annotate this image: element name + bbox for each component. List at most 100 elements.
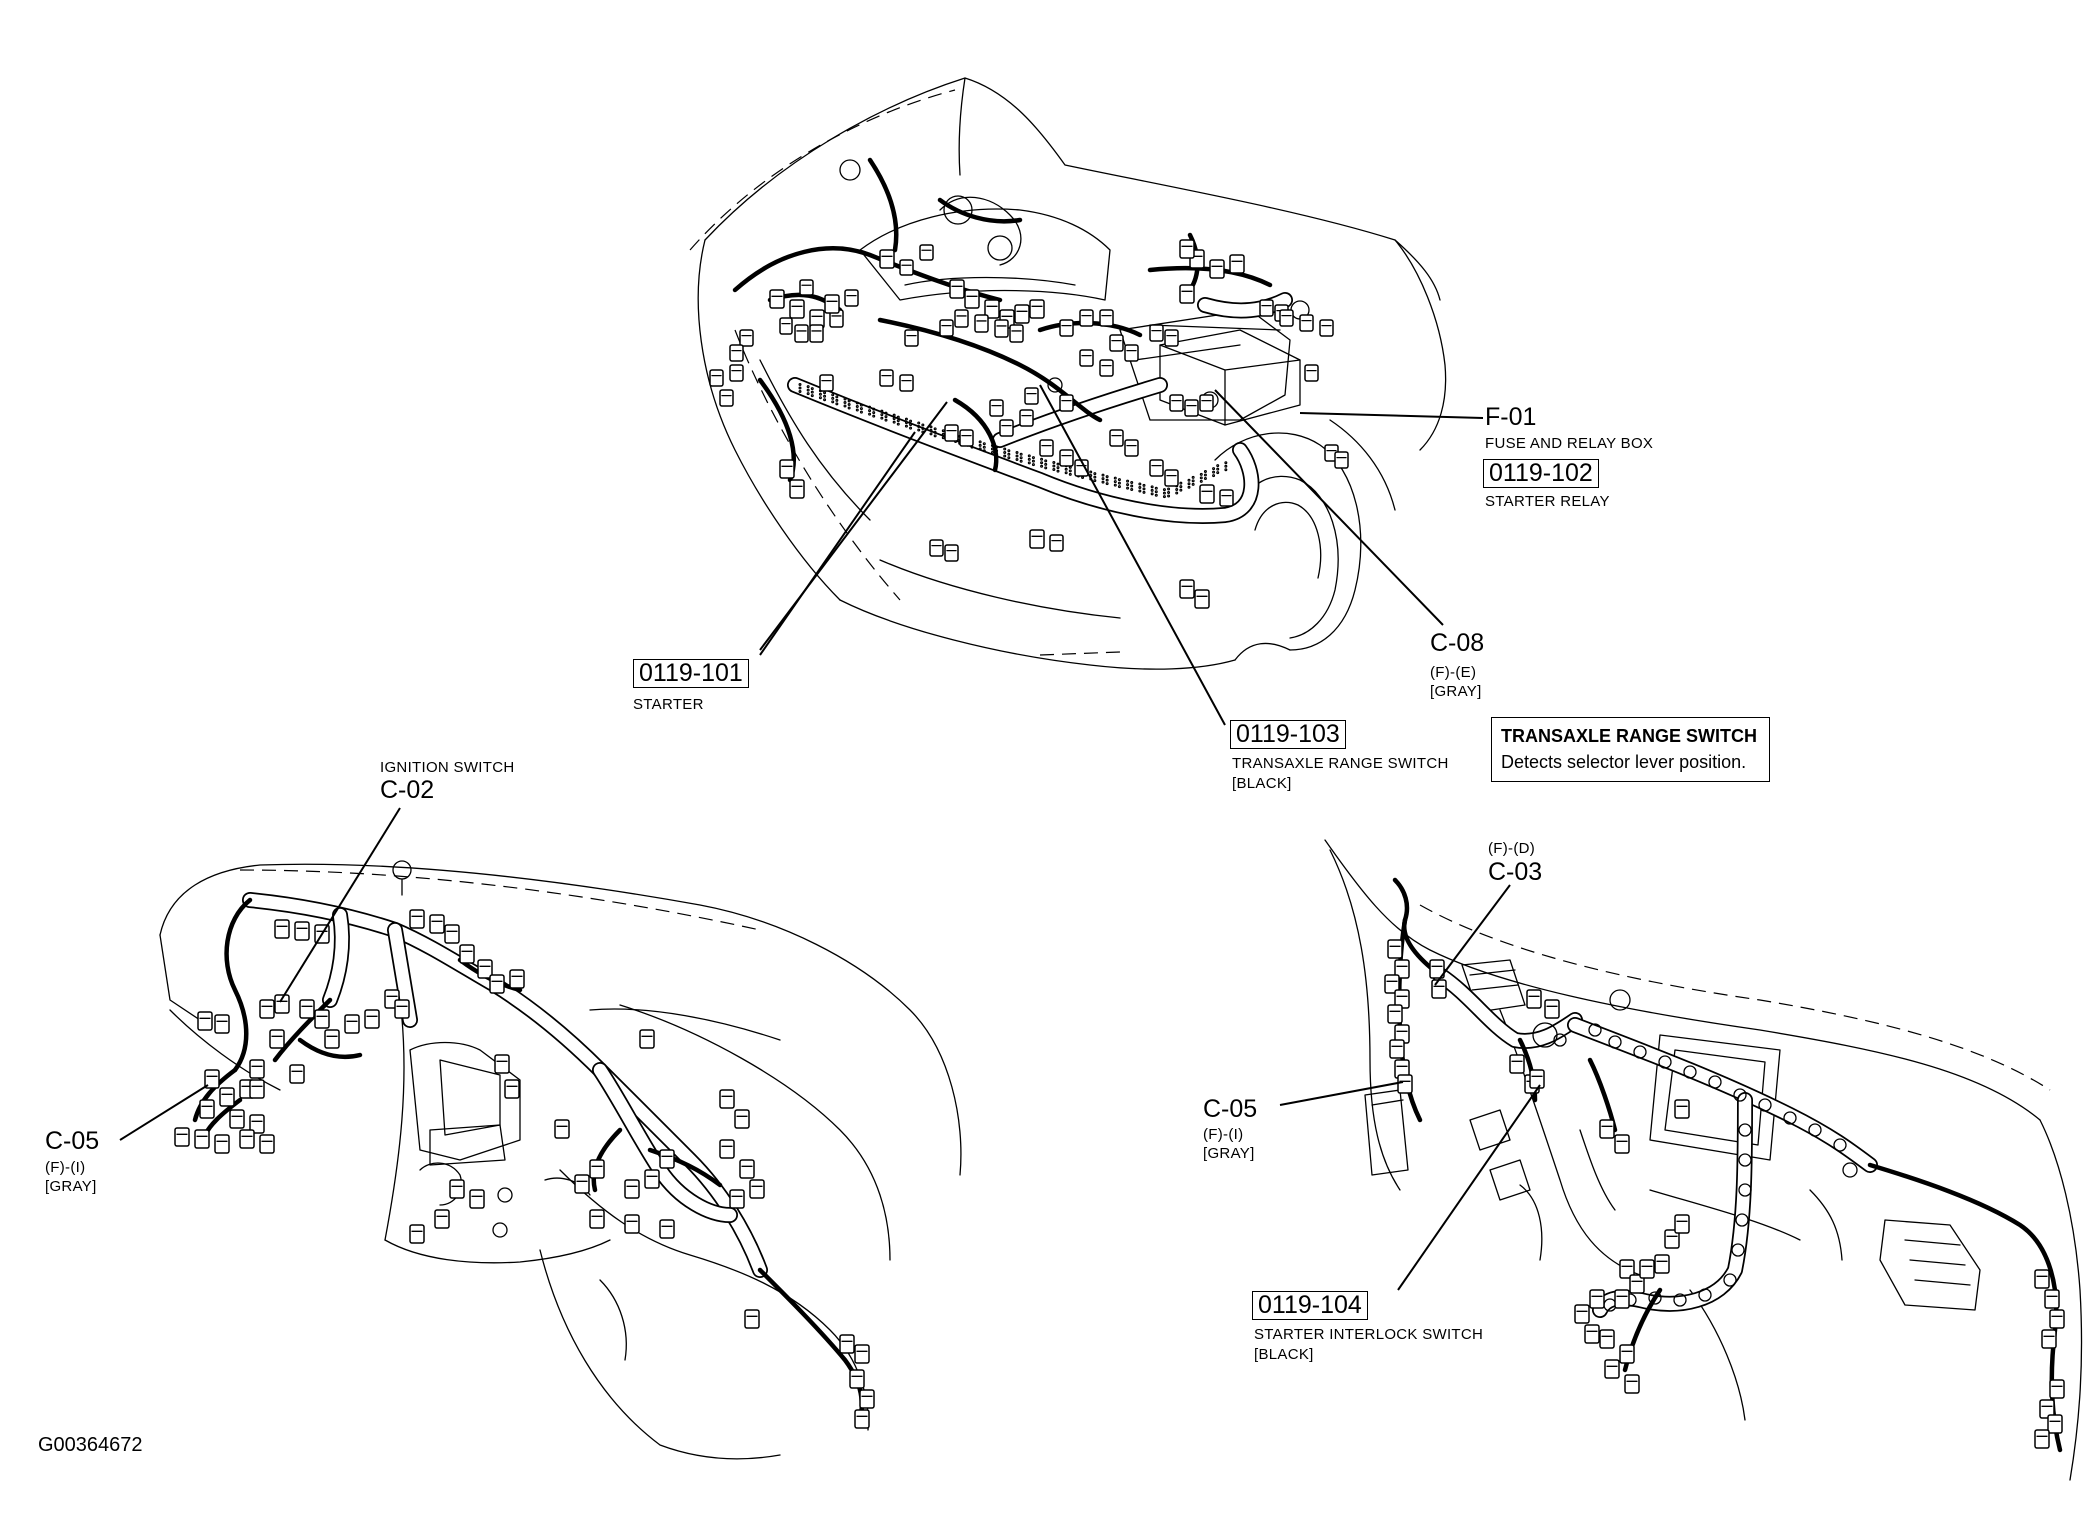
connector-shape — [1384, 974, 1400, 994]
connector-shape — [1279, 309, 1294, 327]
connector-shape — [1604, 1359, 1620, 1379]
connector-shape — [964, 289, 980, 309]
connector-shape — [1526, 989, 1542, 1009]
r104-name: STARTER INTERLOCK SWITCH — [1254, 1326, 1484, 1343]
connector-shape — [1099, 309, 1114, 327]
harness-hatch-dot — [855, 401, 859, 405]
harness-hatch-dot — [806, 388, 810, 392]
connector-shape — [974, 314, 989, 333]
connector-shape — [1124, 344, 1139, 362]
c05-right-pin: (F)-(I) — [1203, 1126, 1244, 1143]
connector-shape — [719, 1139, 735, 1159]
connector-shape — [919, 244, 934, 261]
r104-color: [BLACK] — [1254, 1346, 1314, 1363]
r103-color: [BLACK] — [1232, 775, 1292, 792]
r101-name: STARTER — [633, 696, 704, 713]
c08-pin: (F)-(E) — [1430, 664, 1477, 681]
harness-hatch-dot — [929, 425, 933, 429]
harness-hatch-dot — [1175, 488, 1179, 492]
connector-shape — [659, 1149, 675, 1169]
note-title: TRANSAXLE RANGE SWITCH — [1501, 726, 1757, 746]
connector-shape — [1079, 309, 1094, 327]
harness-hatch-dot — [1019, 456, 1023, 460]
harness-hatch-dot — [1224, 461, 1228, 465]
connector-shape — [789, 479, 805, 499]
connector-shape — [259, 1134, 275, 1154]
harness-clip — [1738, 1123, 1752, 1137]
harness-hatch-dot — [810, 394, 814, 398]
harness-hatch-dot — [978, 443, 982, 447]
harness-clip — [1738, 1153, 1752, 1167]
harness-hatch-dot — [1224, 464, 1228, 468]
connector-shape — [1179, 284, 1195, 304]
harness-hatch-dot — [843, 397, 847, 401]
harness-hatch-dot — [872, 411, 876, 415]
harness-hatch-dot — [1167, 494, 1171, 498]
harness-clip — [1758, 1098, 1772, 1112]
harness-hatch-dot — [892, 413, 896, 417]
c08-code: C-08 — [1430, 629, 1485, 657]
harness-hatch-dot — [1101, 473, 1105, 477]
harness-hatch-dot — [1212, 470, 1216, 474]
connector-shape — [589, 1209, 605, 1229]
harness-hatch-dot — [1003, 454, 1007, 458]
connector-shape — [1059, 449, 1074, 467]
harness-hatch-dot — [1003, 451, 1007, 455]
c05-left-pin: (F)-(I) — [45, 1159, 86, 1176]
harness-hatch-dot — [843, 400, 847, 404]
connector-shape — [1619, 1259, 1635, 1279]
harness-hatch-dot — [1216, 464, 1220, 468]
harness-hatch-dot — [823, 398, 827, 402]
harness-hatch-dot — [982, 442, 986, 446]
c05-right-code: C-05 — [1203, 1095, 1258, 1123]
connector-shape — [1059, 394, 1074, 412]
connector-shape — [954, 309, 969, 328]
connector-shape — [197, 1011, 213, 1031]
harness-hatch-dot — [1064, 467, 1068, 471]
harness-hatch-dot — [880, 413, 884, 417]
harness-hatch-dot — [1216, 467, 1220, 471]
connector-shape — [719, 1089, 735, 1109]
harness-hatch-dot — [831, 396, 835, 400]
instrument-panel-right-view — [1324, 839, 2083, 1481]
harness-hatch-dot — [1105, 478, 1109, 482]
harness-hatch-dot — [1040, 464, 1044, 468]
connector-shape — [769, 289, 785, 309]
connector-shape — [1179, 239, 1195, 259]
harness-hatch-dot — [1117, 481, 1121, 485]
harness-clip — [1553, 1033, 1567, 1047]
connector-shape — [1574, 1304, 1590, 1324]
harness-hatch-dot — [1044, 462, 1048, 466]
connector-shape — [324, 1029, 340, 1049]
harness-hatch-dot — [917, 425, 921, 429]
connector-shape — [554, 1119, 570, 1139]
connector-shape — [959, 429, 974, 447]
harness-hatch-dot — [835, 395, 839, 399]
connector-shape — [999, 419, 1014, 437]
harness-clip — [1673, 1293, 1687, 1307]
connector-shape — [2049, 1379, 2065, 1399]
connector-shape — [449, 1179, 465, 1199]
connector-shape — [289, 1064, 305, 1084]
harness-hatch-dot — [884, 411, 888, 415]
connector-shape — [1184, 399, 1199, 417]
harness-hatch-dot — [941, 429, 945, 433]
r104-code: 0119-104 — [1252, 1291, 1368, 1320]
connector-shape — [274, 919, 290, 939]
connector-shape — [1629, 1274, 1645, 1294]
connector-shape — [1387, 939, 1403, 959]
connector-shape — [239, 1129, 255, 1149]
c02-code: C-02 — [380, 776, 435, 804]
connector-shape — [624, 1214, 640, 1234]
connector-shape — [739, 329, 754, 347]
f01-name: FUSE AND RELAY BOX — [1485, 435, 1654, 452]
connector-shape — [1014, 304, 1030, 324]
connector-shape — [1654, 1254, 1670, 1274]
connector-shape — [1589, 1289, 1605, 1309]
harness-hatch-dot — [1203, 473, 1207, 477]
connector-shape — [429, 914, 445, 934]
harness-hatch-dot — [1019, 452, 1023, 456]
harness-hatch-dot — [1130, 488, 1134, 492]
harness-clip — [1733, 1088, 1747, 1102]
harness-hatch-dot — [1150, 485, 1154, 489]
